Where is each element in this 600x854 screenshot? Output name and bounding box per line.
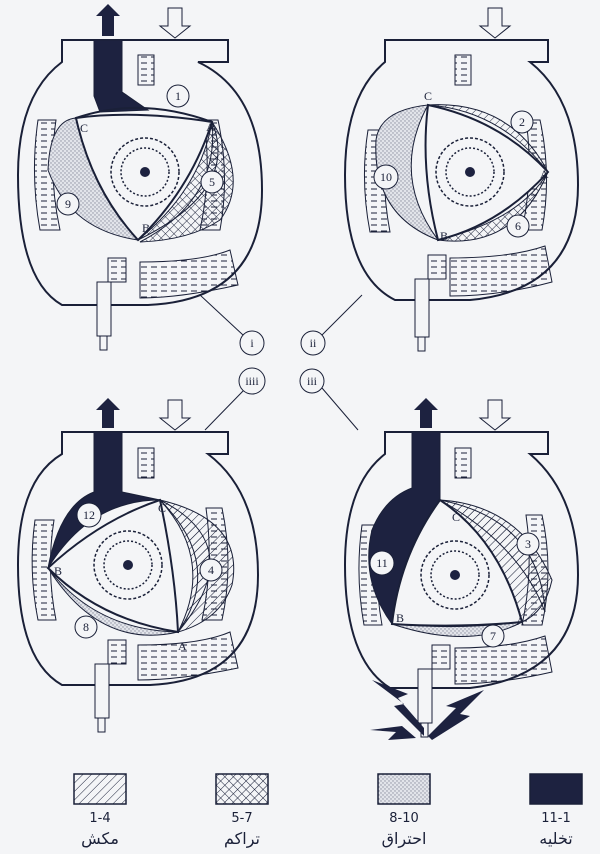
phase-label: iii	[307, 374, 318, 388]
rotor-number: 2	[519, 115, 525, 129]
phase-label: ii	[310, 336, 317, 350]
legend-item-intake: 1-4 مکش	[73, 773, 127, 849]
rotor-number: 1	[175, 89, 181, 103]
apex-label: C	[424, 89, 432, 103]
rotor-number: 6	[515, 219, 521, 233]
legend-item-compression: 5-7 تراکم	[215, 773, 269, 849]
engine-iiii: 12 4 8 A B C	[16, 398, 260, 733]
rotor-number: 7	[490, 629, 496, 643]
engine-i-labels: 1 5 9 A B C	[56, 84, 224, 235]
legend-range: 11-1	[541, 811, 571, 826]
engine-ii-labels: 2 6 10 A B C	[373, 89, 549, 243]
apex-label: B	[396, 611, 404, 625]
legend: 1-4 مکش 5-7 تراکم 8-10 احتراق 11-1 تخلیه	[73, 773, 583, 849]
sequence-callouts: i ii iii iiii	[199, 294, 363, 431]
engine-iii: 11 3 7 A B C	[343, 398, 580, 740]
legend-label: تراکم	[224, 829, 260, 849]
rotor-number: 9	[65, 197, 71, 211]
legend-label: تخلیه	[539, 829, 572, 848]
engine-iiii-labels: 12 4 8 A B C	[54, 501, 223, 653]
apex-label: C	[452, 510, 460, 524]
apex-label: A	[206, 120, 215, 134]
apex-label: B	[54, 564, 62, 578]
apex-label: A	[178, 639, 187, 653]
rotor-number: 3	[525, 537, 531, 551]
engine-iii-labels: 11 3 7 A B C	[369, 510, 540, 648]
apex-label: B	[440, 229, 448, 243]
legend-item-exhaust: 11-1 تخلیه	[529, 773, 583, 848]
phase-label: i	[250, 336, 254, 350]
legend-range: 1-4	[89, 811, 110, 826]
rotor-number: 12	[83, 508, 95, 522]
rotor-number: 10	[380, 170, 392, 184]
legend-range: 5-7	[231, 811, 252, 826]
phase-label: iiii	[245, 374, 259, 388]
apex-label: A	[516, 614, 525, 628]
rotor-number: 4	[208, 563, 214, 577]
legend-label: مکش	[81, 829, 119, 849]
legend-label: احتراق	[382, 829, 427, 849]
apex-label: B	[142, 221, 150, 235]
rotor-number: 11	[376, 556, 388, 570]
engine-ii: 2 6 10 A B C	[343, 7, 580, 352]
legend-range: 8-10	[389, 811, 419, 826]
legend-item-combustion: 8-10 احتراق	[377, 773, 431, 849]
engine-i: 1 5 9 A B C	[16, 4, 264, 351]
apex-label: C	[80, 121, 88, 135]
apex-label: C	[158, 501, 166, 515]
apex-label: A	[540, 167, 549, 181]
rotor-number: 8	[83, 620, 89, 634]
rotor-number: 5	[209, 175, 215, 189]
